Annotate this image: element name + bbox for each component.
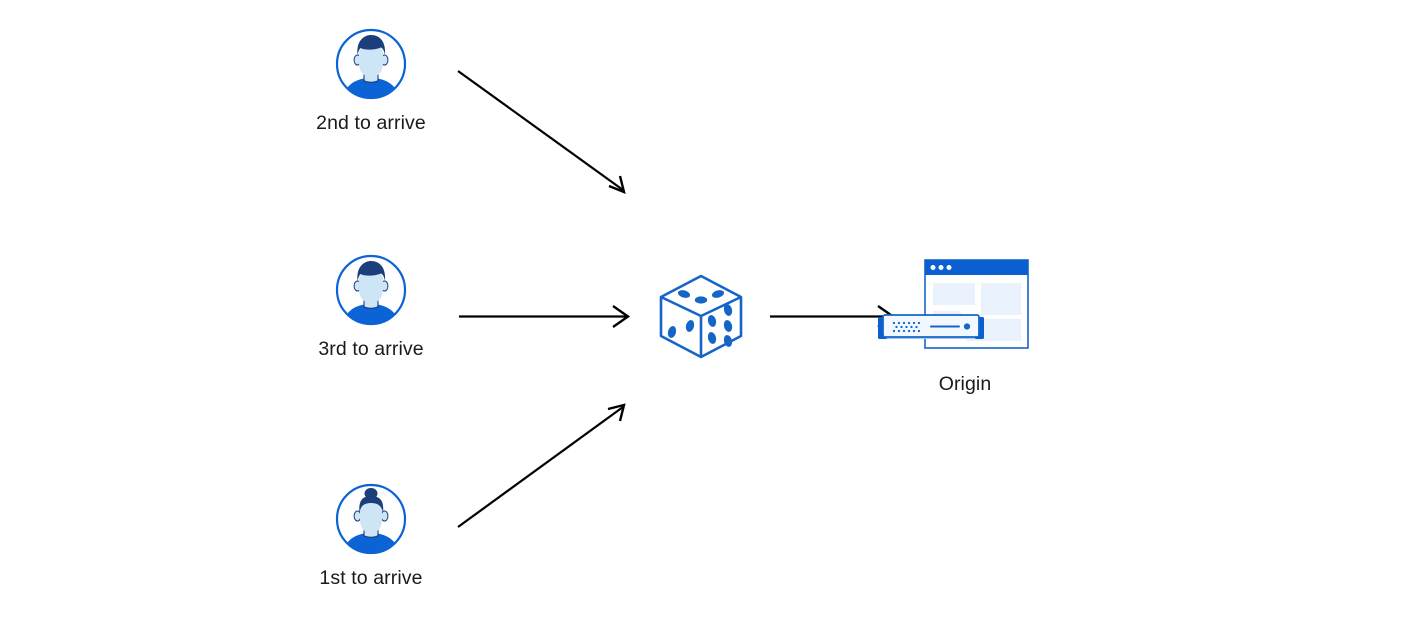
node-label-client-1st: 1st to arrive [319, 567, 423, 589]
node-client-2nd: 2nd to arrive [291, 27, 451, 135]
node-client-1st: 1st to arrive [291, 482, 451, 590]
node-label-origin: Origin [938, 373, 992, 395]
user-avatar-bun-hair-icon [334, 482, 408, 556]
server-appliance-icon [878, 314, 984, 339]
arrow-2nd-to-dice [457, 70, 626, 194]
node-client-3rd: 3rd to arrive [291, 253, 451, 361]
origin-server-browser-icon [865, 255, 1065, 365]
user-avatar-short-hair-icon [334, 253, 408, 327]
arrow-3rd-to-dice [459, 305, 631, 328]
node-randomizer [646, 270, 756, 362]
user-avatar-short-hair-icon [334, 27, 408, 101]
node-label-client-2nd: 2nd to arrive [316, 112, 426, 134]
node-origin: Origin [865, 255, 1065, 396]
arrow-1st-to-dice [457, 403, 626, 528]
dice-icon [646, 270, 756, 362]
node-label-client-3rd: 3rd to arrive [318, 338, 424, 360]
